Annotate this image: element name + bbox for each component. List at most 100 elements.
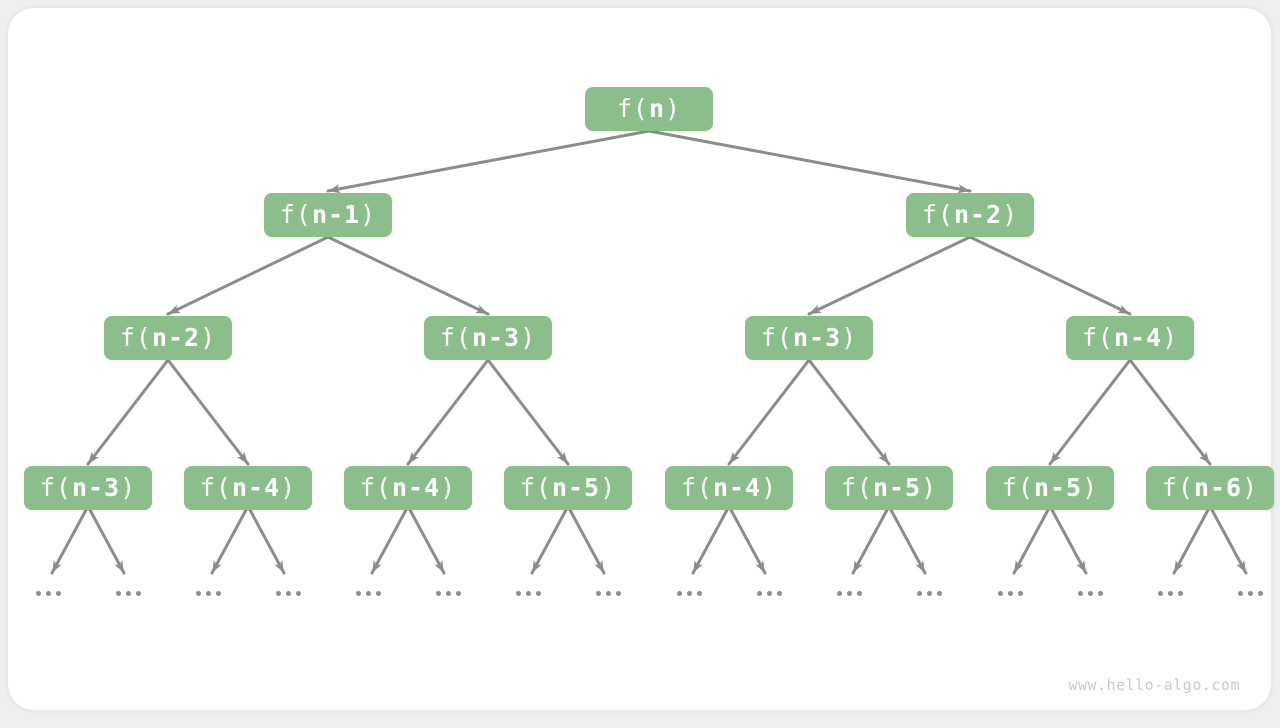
- node-label-argument: n-3: [792, 323, 842, 352]
- tree-node: f(n-5): [504, 466, 632, 510]
- ellipsis-dot: [516, 591, 521, 596]
- ellipsis-dot: [286, 591, 291, 596]
- ellipsis-dot: [687, 591, 692, 596]
- ellipsis: [1238, 591, 1263, 596]
- ellipsis-dot: [606, 591, 611, 596]
- node-label-argument: n-5: [872, 473, 922, 502]
- node-label-prefix: f(: [1081, 323, 1114, 352]
- ellipsis: [276, 591, 301, 596]
- node-label-argument: n-4: [231, 473, 281, 502]
- ellipsis-dot: [616, 591, 621, 596]
- node-label-prefix: f(: [439, 323, 472, 352]
- node-label-suffix: ): [600, 473, 617, 502]
- tree-node: f(n-1): [264, 193, 392, 237]
- node-label-argument: n-5: [1033, 473, 1083, 502]
- node-label-prefix: f(: [359, 473, 392, 502]
- node-label-argument: n-2: [151, 323, 201, 352]
- tree-node: f(n-3): [745, 316, 873, 360]
- ellipsis-dot: [1088, 591, 1093, 596]
- ellipsis-dot: [697, 591, 702, 596]
- ellipsis-dot: [777, 591, 782, 596]
- ellipsis: [596, 591, 621, 596]
- ellipsis: [196, 591, 221, 596]
- ellipsis-dot: [376, 591, 381, 596]
- node-label-argument: n-1: [311, 200, 361, 229]
- node-label-prefix: f(: [199, 473, 232, 502]
- ellipsis-dot: [456, 591, 461, 596]
- node-label-suffix: ): [200, 323, 217, 352]
- ellipsis-dot: [1178, 591, 1183, 596]
- ellipsis: [837, 591, 862, 596]
- node-label-suffix: ): [761, 473, 778, 502]
- node-label-argument: n-4: [391, 473, 441, 502]
- ellipsis-dot: [1008, 591, 1013, 596]
- ellipsis: [1158, 591, 1183, 596]
- ellipsis: [1078, 591, 1103, 596]
- ellipsis-dot: [1098, 591, 1103, 596]
- node-label-suffix: ): [440, 473, 457, 502]
- ellipsis-dot: [757, 591, 762, 596]
- ellipsis-dot: [1078, 591, 1083, 596]
- tree-node: f(n): [585, 87, 713, 131]
- ellipsis-dot: [1238, 591, 1243, 596]
- ellipsis: [116, 591, 141, 596]
- ellipsis-dot: [366, 591, 371, 596]
- tree-node: f(n-3): [424, 316, 552, 360]
- ellipsis-dot: [767, 591, 772, 596]
- tree-node: f(n-6): [1146, 466, 1274, 510]
- node-label-suffix: ): [280, 473, 297, 502]
- node-label-prefix: f(: [279, 200, 312, 229]
- ellipsis-dot: [837, 591, 842, 596]
- tree-nodes-layer: f(n)f(n-1)f(n-2)f(n-2)f(n-3)f(n-3)f(n-4)…: [8, 8, 1280, 728]
- diagram-panel: f(n)f(n-1)f(n-2)f(n-2)f(n-3)f(n-3)f(n-4)…: [8, 8, 1274, 710]
- node-label-suffix: ): [520, 323, 537, 352]
- tree-node: f(n-2): [104, 316, 232, 360]
- tree-node: f(n-4): [665, 466, 793, 510]
- ellipsis: [677, 591, 702, 596]
- tree-node: f(n-4): [344, 466, 472, 510]
- node-label-prefix: f(: [39, 473, 72, 502]
- ellipsis-dot: [446, 591, 451, 596]
- node-label-prefix: f(: [119, 323, 152, 352]
- ellipsis-dot: [526, 591, 531, 596]
- node-label-prefix: f(: [840, 473, 873, 502]
- node-label-prefix: f(: [760, 323, 793, 352]
- ellipsis: [998, 591, 1023, 596]
- node-label-argument: n-5: [551, 473, 601, 502]
- tree-node: f(n-5): [986, 466, 1114, 510]
- node-label-prefix: f(: [1001, 473, 1034, 502]
- ellipsis: [356, 591, 381, 596]
- node-label-prefix: f(: [1161, 473, 1194, 502]
- ellipsis: [917, 591, 942, 596]
- ellipsis: [36, 591, 61, 596]
- ellipsis-dot: [216, 591, 221, 596]
- node-label-argument: n-4: [1113, 323, 1163, 352]
- node-label-suffix: ): [120, 473, 137, 502]
- watermark-text: www.hello-algo.com: [1068, 676, 1240, 694]
- tree-node: f(n-4): [1066, 316, 1194, 360]
- node-label-prefix: f(: [616, 94, 649, 123]
- node-label-prefix: f(: [680, 473, 713, 502]
- node-label-suffix: ): [841, 323, 858, 352]
- ellipsis-dot: [927, 591, 932, 596]
- ellipsis-dot: [356, 591, 361, 596]
- node-label-suffix: ): [1242, 473, 1259, 502]
- node-label-suffix: ): [1002, 200, 1019, 229]
- tree-node: f(n-4): [184, 466, 312, 510]
- node-label-argument: n-2: [953, 200, 1003, 229]
- ellipsis-dot: [436, 591, 441, 596]
- node-label-prefix: f(: [921, 200, 954, 229]
- node-label-suffix: ): [360, 200, 377, 229]
- ellipsis-dot: [116, 591, 121, 596]
- ellipsis-dot: [917, 591, 922, 596]
- tree-node: f(n-5): [825, 466, 953, 510]
- ellipsis-dot: [536, 591, 541, 596]
- ellipsis-dot: [296, 591, 301, 596]
- ellipsis-dot: [937, 591, 942, 596]
- ellipsis-dot: [596, 591, 601, 596]
- ellipsis: [757, 591, 782, 596]
- node-label-argument: n: [648, 94, 666, 123]
- node-label-argument: n-6: [1193, 473, 1243, 502]
- ellipsis-dot: [276, 591, 281, 596]
